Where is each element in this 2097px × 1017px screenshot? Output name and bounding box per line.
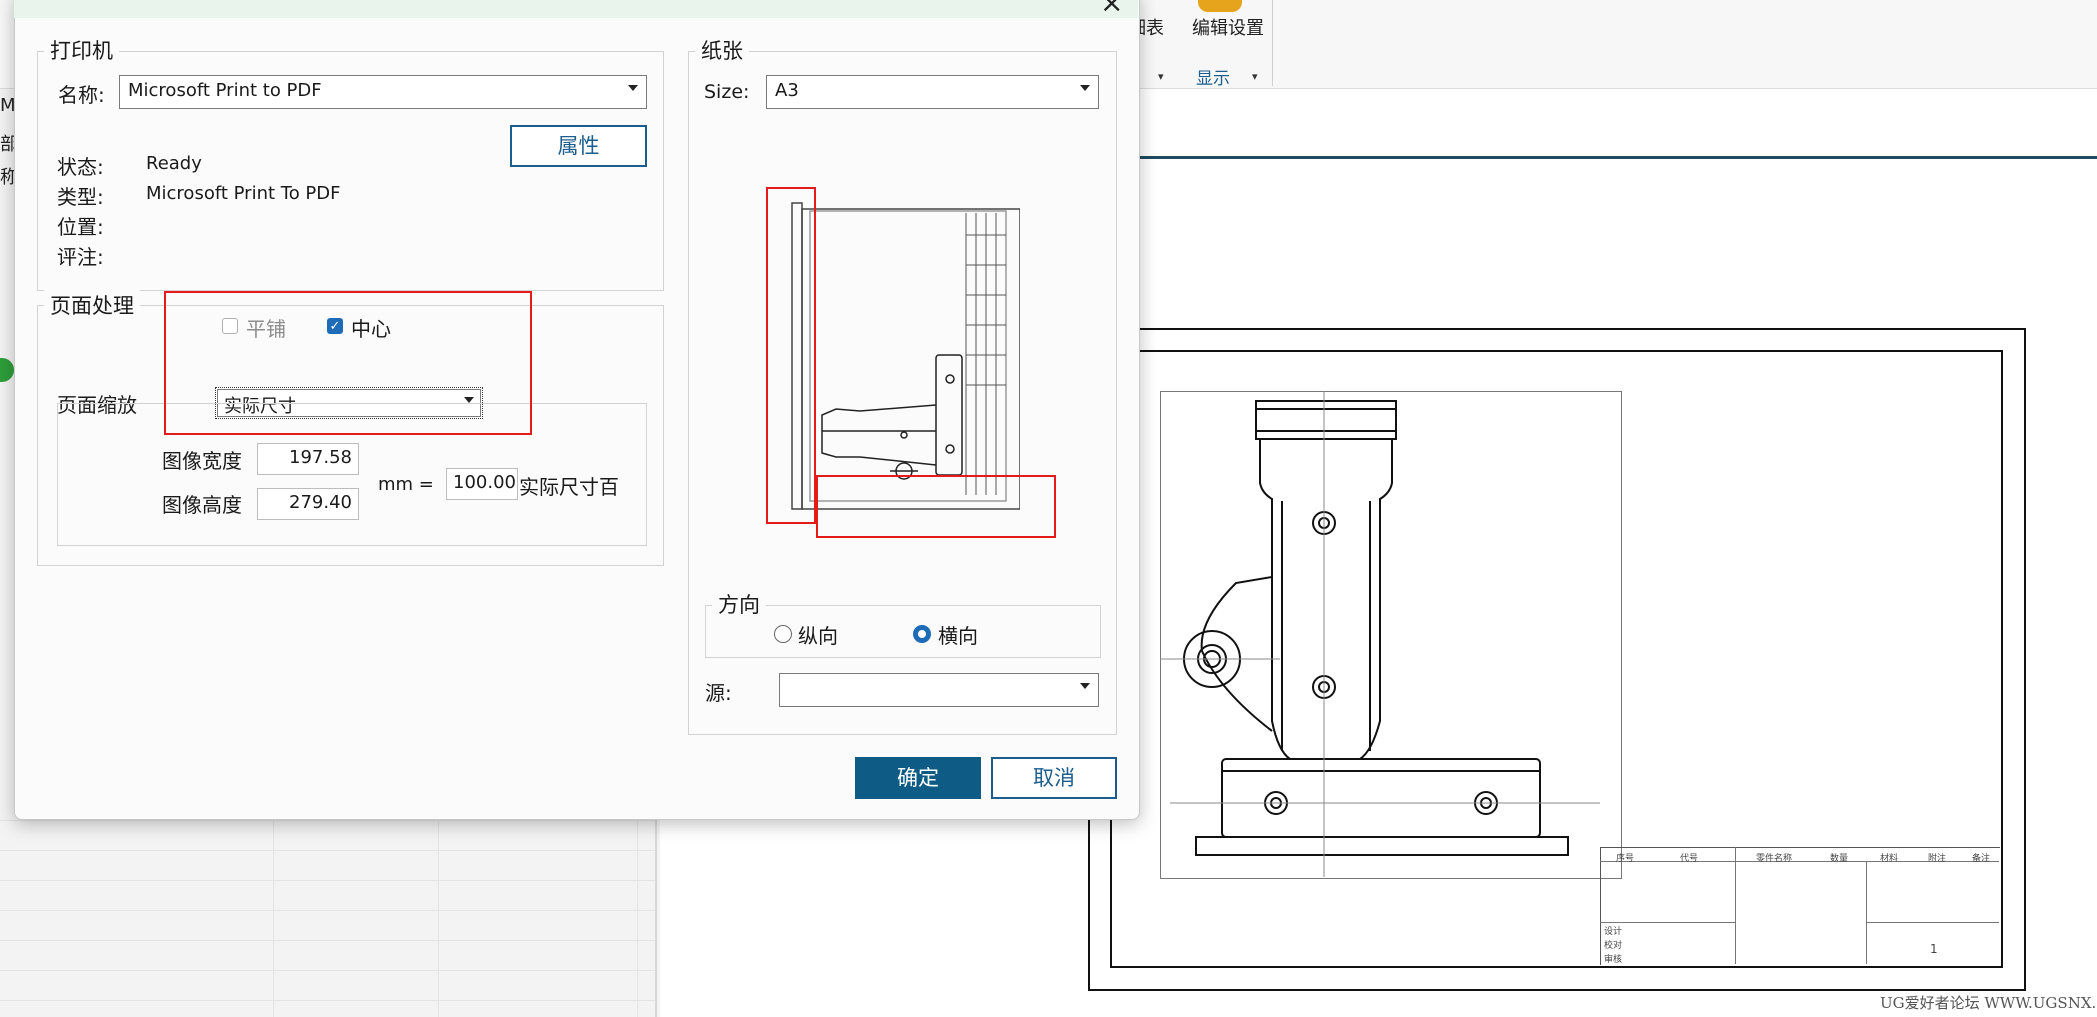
printer-name-label: 名称: [58,83,105,107]
dialog-titlebar[interactable] [14,0,1138,18]
paper-size-select[interactable]: A3 [766,75,1099,109]
page-handling-group-label: 页面处理 [44,290,140,320]
watermark: UG爱好者论坛 WWW.UGSNX.COM [1880,994,2097,1012]
paper-group [688,51,1117,735]
printer-group [37,51,664,291]
edit-settings-icon[interactable] [1198,0,1242,12]
tab-underline [660,156,2097,159]
page-scale-value: 实际尺寸 [224,396,296,417]
image-width-label: 图像宽度 [162,449,242,473]
orientation-group [705,605,1101,658]
close-icon[interactable]: × [1100,0,1124,19]
title-block [1600,847,2000,965]
paper-size-label: Size: [704,81,750,103]
title-block-line [1600,922,1735,923]
image-height-label: 图像高度 [162,493,242,517]
tile-checkbox[interactable] [222,318,238,334]
location-label: 位置: [57,215,104,239]
cancel-button[interactable]: 取消 [991,757,1117,799]
type-label: 类型: [57,185,104,209]
title-block-header: 代号 [1680,854,1699,864]
orientation-group-label: 方向 [712,589,766,619]
image-height-input[interactable]: 279.40 [257,488,359,520]
title-block-header: 数量 [1830,854,1849,864]
portrait-label[interactable]: 纵向 [798,624,838,648]
landscape-label[interactable]: 横向 [938,624,978,648]
page-handling-group [37,305,664,566]
tile-label[interactable]: 平铺 [246,317,286,341]
comment-label: 评注: [57,245,104,269]
percent-input[interactable]: 100.00 [446,468,518,500]
printer-group-label: 打印机 [44,35,119,65]
title-block-header: 材料 [1880,854,1899,864]
paper-group-label: 纸张 [695,35,749,65]
title-block-line [1866,922,1999,923]
scale-subgroup [57,403,647,546]
ribbon-separator [1272,0,1273,86]
printer-name-value: Microsoft Print to PDF [128,80,322,101]
properties-button[interactable]: 属性 [510,125,647,167]
portrait-radio[interactable] [774,625,792,643]
display-group-label[interactable]: 显示 [1196,69,1230,89]
title-block-header: 备注 [1972,854,1991,864]
sheet-number: 1 [1930,942,1938,956]
chevron-down-icon [1080,683,1090,689]
left-panel-char: M [0,95,16,116]
title-block-row-label: 设计 [1604,927,1623,937]
title-block-row-label: 审核 [1604,955,1623,965]
ok-button[interactable]: 确定 [855,757,981,799]
printer-name-select[interactable]: Microsoft Print to PDF [119,75,647,109]
chevron-down-icon[interactable]: ▾ [1158,70,1164,83]
title-block-line [1735,847,1736,964]
chevron-down-icon [628,85,638,91]
drawing-view-frame[interactable] [1160,391,1622,879]
page-scale-label: 页面缩放 [57,393,137,417]
title-block-header: 附注 [1928,854,1947,864]
title-block-header: 序号 [1616,854,1635,864]
chevron-down-icon [464,397,474,403]
annotation-box-paper-left [766,187,816,524]
percent-label: 实际尺寸百 [519,475,619,499]
chevron-down-icon [1080,85,1090,91]
left-grid [0,800,655,1017]
status-value: Ready [146,153,202,174]
type-value: Microsoft Print To PDF [146,183,341,204]
paper-size-value: A3 [775,80,799,101]
title-block-line [1866,861,1867,964]
title-block-header: 零件名称 [1756,854,1793,864]
mm-equals-label: mm = [378,474,434,495]
annotation-box-paper-bottom [816,475,1056,538]
annotation-box-page-handling [164,291,532,435]
center-label[interactable]: 中心 [351,317,391,341]
status-indicator [0,358,14,382]
left-panel-char: 称 [0,167,18,188]
title-block-row-label: 校对 [1604,941,1623,951]
title-block-line [1600,861,1999,862]
landscape-radio[interactable] [913,625,931,643]
left-panel-char: 部 [0,134,18,155]
image-width-input[interactable]: 197.58 [257,443,359,475]
source-label: 源: [705,681,732,705]
status-label: 状态: [57,155,104,179]
paper-preview [791,202,1020,510]
source-select[interactable] [779,673,1099,707]
center-checkbox[interactable]: ✓ [327,318,343,334]
part-drawing [1160,391,1600,877]
chevron-down-icon[interactable]: ▾ [1252,70,1258,83]
edit-settings-button[interactable]: 编辑设置 [1192,18,1264,39]
